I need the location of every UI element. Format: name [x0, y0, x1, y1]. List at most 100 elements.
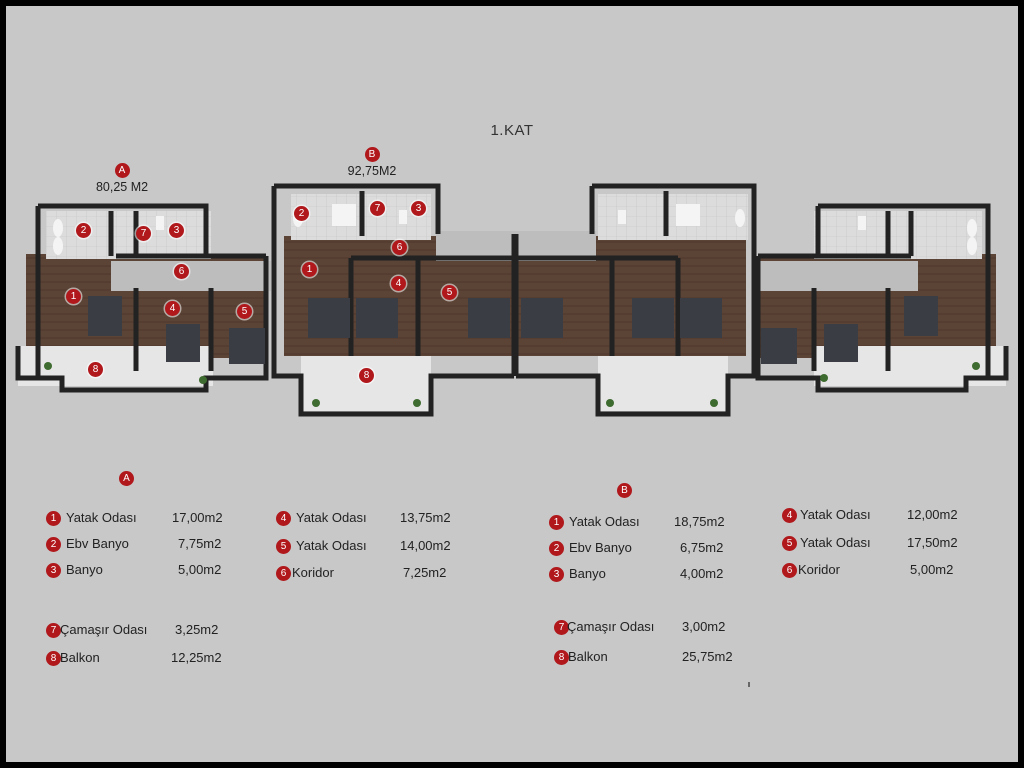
bed — [632, 298, 674, 338]
legend-a-badge: A — [119, 471, 134, 486]
plant — [312, 399, 320, 407]
legend-a-row-7: 7 Çamaşır Odası 3,25m2 — [46, 621, 218, 639]
unit-b-right-plan — [513, 183, 757, 417]
plant — [972, 362, 980, 370]
legend-a-name-6: Koridor — [292, 565, 334, 580]
room-pin-a-4: 4 — [165, 301, 180, 316]
plant — [413, 399, 421, 407]
legend-a-name-3: Banyo — [66, 562, 103, 577]
bed — [308, 298, 350, 338]
legend-a-area-7: 3,25m2 — [175, 622, 219, 637]
unit-a-badge: A — [114, 163, 130, 178]
floor-plan-poster: 1.KAT A 80,25 M2 B 92,75M2 1 2 3 4 5 6 7… — [6, 6, 1018, 762]
legend-a-row-5: 5 Yatak Odası 14,00m2 — [276, 537, 451, 555]
unit-b-left-balcony-floor — [301, 356, 431, 411]
legend-b-area-4: 12,00m2 — [907, 507, 958, 522]
toilet — [858, 216, 866, 230]
room-pin-b-6: 6 — [392, 240, 407, 255]
legend-b-row-6: 6 Koridor 5,00m2 — [782, 561, 953, 579]
legend-b-row-2: 2 Ebv Banyo 6,75m2 — [549, 539, 723, 557]
legend-b-name-4: Yatak Odası — [800, 507, 871, 522]
room-pin-b-8: 8 — [359, 368, 374, 383]
legend-b-row-7: 7 Çamaşır Odası 3,00m2 — [554, 618, 725, 636]
unit-a-left-bathroom-floor — [46, 211, 211, 259]
legend-b-row-4: 4 Yatak Odası 12,00m2 — [782, 506, 958, 524]
shower — [676, 204, 700, 226]
legend-a-name-7: Çamaşır Odası — [60, 622, 148, 637]
room-pin-b-4: 4 — [391, 276, 406, 291]
legend-b-badge: B — [617, 483, 632, 498]
legend-a-row-8: 8 Balkon 12,25m2 — [46, 649, 222, 667]
legend-a-area-4: 13,75m2 — [400, 510, 451, 525]
bed — [904, 296, 938, 336]
legend-b-name-2: Ebv Banyo — [569, 540, 632, 555]
legend-a-num-3: 3 — [46, 563, 61, 579]
toilet — [399, 210, 407, 224]
legend-b-area-5: 17,50m2 — [907, 535, 958, 550]
legend-a-num-4: 4 — [276, 511, 291, 527]
sink — [53, 219, 63, 237]
room-pin-b-1: 1 — [302, 262, 317, 277]
unit-a-right-bathroom-floor — [814, 211, 982, 259]
unit-b-badge: B — [364, 147, 380, 162]
legend-b-name-1: Yatak Odası — [569, 514, 640, 529]
plant — [44, 362, 52, 370]
legend-a-row-6: 6 Koridor 7,25m2 — [276, 564, 446, 582]
legend-b-name-8: Balkon — [568, 649, 608, 664]
room-pin-b-3: 3 — [411, 201, 426, 216]
legend-b-num-7: 7 — [554, 620, 569, 636]
room-pin-a-2: 2 — [76, 223, 91, 238]
legend-b-name-6: Koridor — [798, 562, 840, 577]
room-pin-a-3: 3 — [169, 223, 184, 238]
legend-b-area-1: 18,75m2 — [674, 514, 725, 529]
room-pin-a-8: 8 — [88, 362, 103, 377]
plant — [710, 399, 718, 407]
legend-a-name-8: Balkon — [60, 650, 100, 665]
legend-a-row-4: 4 Yatak Odası 13,75m2 — [276, 509, 451, 527]
legend-a-area-5: 14,00m2 — [400, 538, 451, 553]
unit-a-right-corridor-floor — [758, 261, 918, 291]
room-pin-a-1: 1 — [66, 289, 81, 304]
unit-a-right-walls — [755, 203, 1009, 393]
legend-b-num-1: 1 — [549, 515, 564, 531]
stray-mark — [748, 682, 750, 687]
legend-a-num-5: 5 — [276, 539, 291, 555]
room-pin-b-5: 5 — [442, 285, 457, 300]
bed — [229, 328, 265, 364]
legend-a-area-3: 5,00m2 — [178, 562, 222, 577]
room-pin-a-7: 7 — [136, 226, 151, 241]
legend-a-name-1: Yatak Odası — [66, 510, 137, 525]
room-pin-a-6: 6 — [174, 264, 189, 279]
room-pin-b-7: 7 — [370, 201, 385, 216]
bed — [88, 296, 122, 336]
legend-a-area-6: 7,25m2 — [403, 565, 447, 580]
legend-b-area-8: 25,75m2 — [682, 649, 733, 664]
legend-a-row-3: 3 Banyo 5,00m2 — [46, 561, 221, 579]
plant — [820, 374, 828, 382]
legend-a-name-2: Ebv Banyo — [66, 536, 129, 551]
legend-b-num-5: 5 — [782, 536, 797, 552]
legend-b-num-6: 6 — [782, 563, 797, 579]
legend-a-num-8: 8 — [46, 651, 61, 667]
bed — [166, 324, 200, 362]
legend-b-name-5: Yatak Odası — [800, 535, 871, 550]
legend-a-num-7: 7 — [46, 623, 61, 639]
legend-a-name-4: Yatak Odası — [296, 510, 367, 525]
legend-a-area-1: 17,00m2 — [172, 510, 223, 525]
unit-b-right-balcony-floor — [598, 356, 728, 411]
legend-b-num-4: 4 — [782, 508, 797, 524]
legend-a-num-1: 1 — [46, 511, 61, 527]
legend-a-num-6: 6 — [276, 566, 291, 582]
unit-a-heading: A 80,25 M2 — [72, 162, 172, 194]
legend-b-row-3: 3 Banyo 4,00m2 — [549, 565, 723, 583]
legend-a-row-2: 2 Ebv Banyo 7,75m2 — [46, 535, 221, 553]
legend-a-name-5: Yatak Odası — [296, 538, 367, 553]
unit-b-heading: B 92,75M2 — [322, 146, 422, 178]
legend-b-row-1: 1 Yatak Odası 18,75m2 — [549, 513, 725, 531]
legend-b-name-3: Banyo — [569, 566, 606, 581]
bed — [468, 298, 510, 338]
bed — [521, 298, 563, 338]
toilet — [967, 237, 977, 255]
unit-b-left-plan — [271, 183, 517, 417]
unit-a-area: 80,25 M2 — [95, 180, 149, 194]
